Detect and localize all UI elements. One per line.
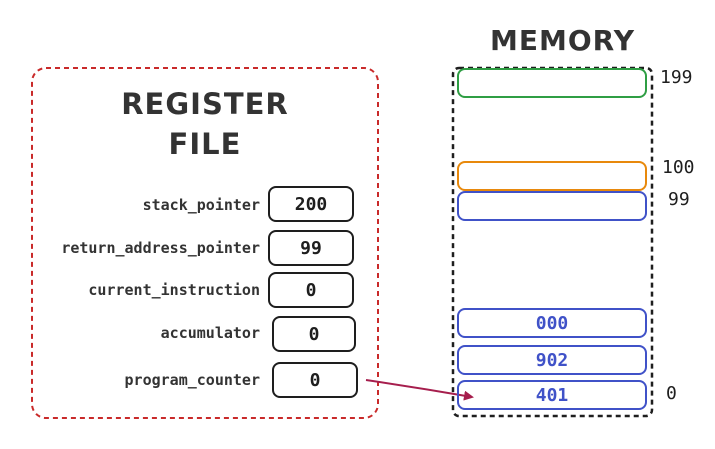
register-label-accumulator: accumulator	[160, 324, 260, 342]
register-label-stack-pointer: stack_pointer	[142, 196, 260, 214]
pc-arrow	[365, 379, 474, 401]
register-value-program-counter: 0	[272, 362, 358, 398]
address-label-0: 0	[666, 383, 677, 404]
register-label-program-counter: program_counter	[124, 371, 260, 389]
register-file-title-line1: REGISTER	[121, 87, 289, 121]
register-label-return-address-pointer: return_address_pointer	[61, 239, 260, 257]
register-file-title: REGISTER FILE	[60, 84, 350, 164]
memory-title: MEMORY	[490, 24, 635, 57]
register-value-accumulator: 0	[272, 316, 356, 352]
memory-cell-99	[457, 191, 647, 221]
address-label-199: 199	[660, 67, 693, 88]
memory-cell-199	[457, 68, 647, 98]
register-value-stack-pointer: 200	[268, 186, 354, 222]
memory-cell-100	[457, 161, 647, 191]
register-file-title-line2: FILE	[168, 127, 242, 161]
memory-cell-1: 902	[457, 345, 647, 375]
memory-cell-0: 401	[457, 380, 647, 410]
register-label-current-instruction: current_instruction	[88, 281, 260, 299]
address-label-100: 100	[662, 157, 695, 178]
register-value-return-address-pointer: 99	[268, 230, 354, 266]
address-label-99: 99	[668, 189, 690, 210]
memory-cell-2: 000	[457, 308, 647, 338]
register-value-current-instruction: 0	[268, 272, 354, 308]
